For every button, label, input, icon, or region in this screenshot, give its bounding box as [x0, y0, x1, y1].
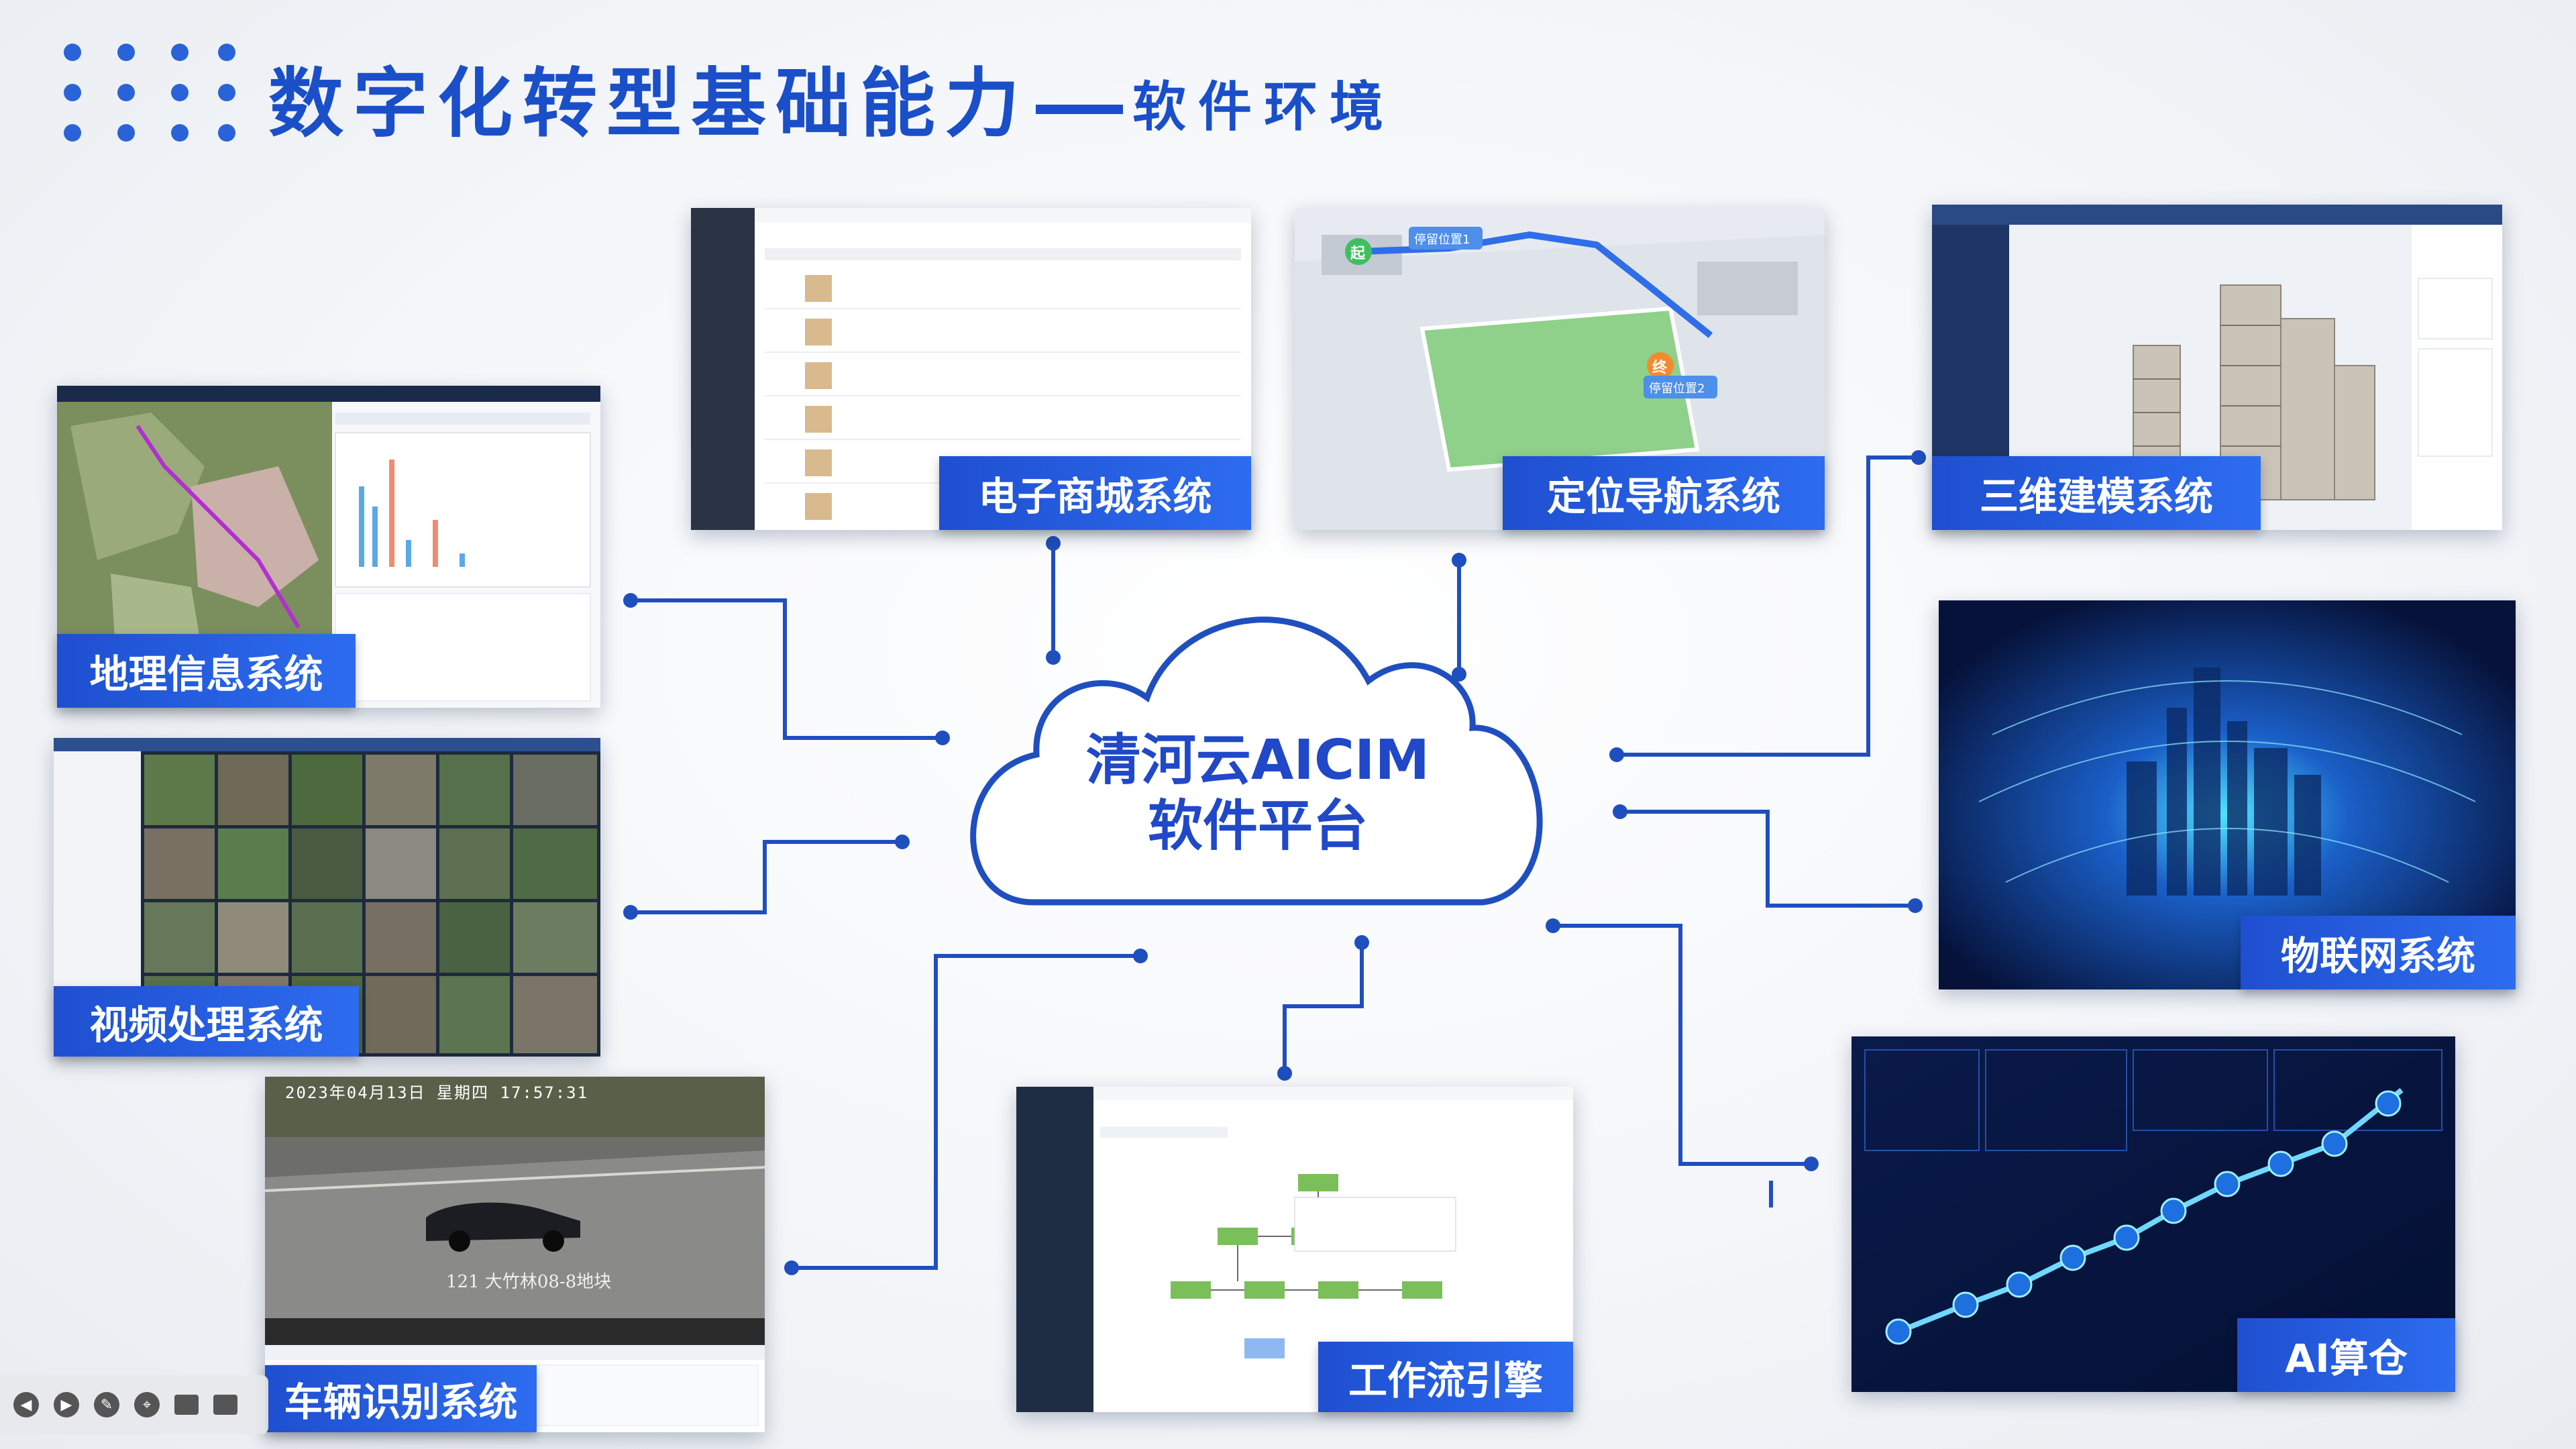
- zoom-icon[interactable]: ⌖: [134, 1392, 160, 1417]
- presentation-toolbar: ◀ ▶ ✎ ⌖: [0, 1375, 268, 1434]
- center-line-1: 清河云AICIM: [1085, 729, 1430, 792]
- camera-icon[interactable]: [174, 1395, 199, 1415]
- gis-label: 地理信息系统: [57, 634, 356, 708]
- center-platform-text: 清河云AICIM 软件平台: [979, 728, 1536, 859]
- video-label: 视频处理系统: [54, 986, 359, 1057]
- center-line-2: 软件平台: [1147, 794, 1368, 858]
- title-sub: 软件环境: [1132, 76, 1395, 138]
- pen-icon[interactable]: ✎: [94, 1392, 119, 1417]
- start-marker: 起: [1350, 246, 1366, 262]
- modeling-label: 三维建模系统: [1932, 456, 2261, 530]
- iot-label: 物联网系统: [2241, 916, 2516, 989]
- iot-screenshot: [1939, 600, 2516, 989]
- next-slide-icon[interactable]: ▶: [54, 1392, 79, 1417]
- slide-title: 数字化转型基础能力 软件环境: [268, 54, 1395, 154]
- navigation-label: 定位导航系统: [1503, 456, 1825, 530]
- previous-slide-icon[interactable]: ◀: [13, 1392, 39, 1417]
- stop-2-label: 停留位置2: [1649, 382, 1705, 396]
- ecommerce-label: 电子商城系统: [939, 456, 1251, 530]
- cloud-icon: [970, 616, 1543, 906]
- dot-grid-decoration: [64, 44, 238, 158]
- title-main: 数字化转型基础能力: [268, 60, 1029, 148]
- ai-label: AI算仓: [2237, 1318, 2455, 1392]
- workflow-label: 工作流引擎: [1318, 1342, 1573, 1412]
- vehicle-label: 车辆识别系统: [265, 1365, 537, 1432]
- vehicle-location-text: 121 大竹林08-8地块: [446, 1272, 612, 1292]
- subtitle-icon[interactable]: [213, 1395, 237, 1415]
- end-marker: 终: [1652, 360, 1668, 376]
- vehicle-timestamp: 2023年04月13日 星期四 17:57:31: [285, 1083, 589, 1102]
- title-dash: [1036, 105, 1123, 114]
- stop-1-label: 停留位置1: [1414, 233, 1470, 247]
